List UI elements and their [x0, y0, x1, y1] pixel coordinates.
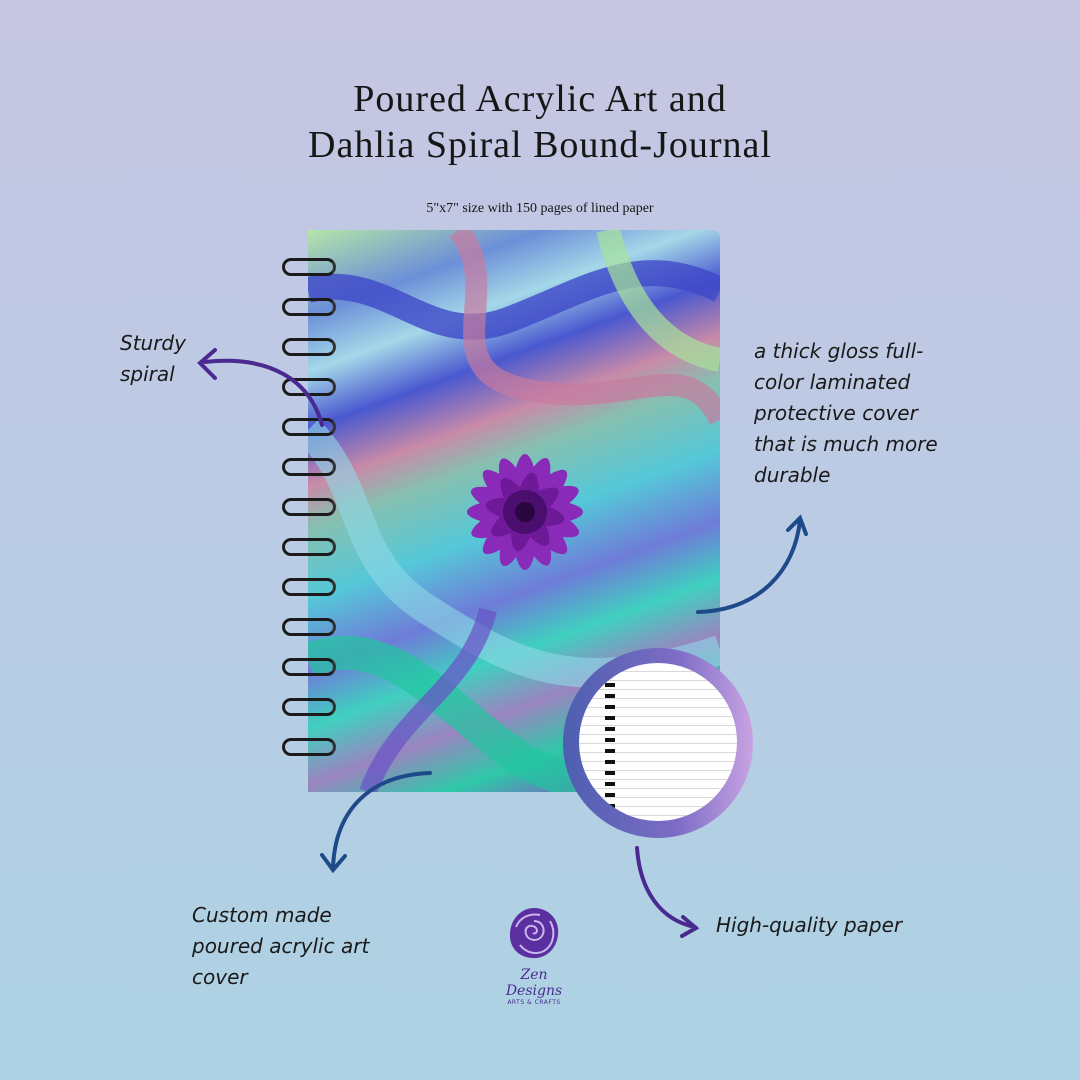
callout-text: durable	[754, 463, 831, 487]
title-line-2: Dahlia Spiral Bound-Journal	[308, 124, 772, 166]
page-title: Poured Acrylic Art and Dahlia Spiral Bou…	[0, 76, 1080, 168]
arrow-spiral	[203, 358, 324, 427]
callout-paper: High-quality paper	[716, 913, 903, 937]
lined-paper	[579, 663, 737, 821]
arrow-custom	[331, 771, 432, 870]
logo-tagline: ARTS & CRAFTS	[507, 999, 561, 1006]
callout-text: that is much more	[754, 432, 938, 456]
callout-text: color laminated	[754, 370, 911, 394]
paper-inset-circle	[563, 648, 753, 838]
callout-text: Sturdy	[120, 331, 186, 355]
arrow-paper	[635, 846, 697, 929]
callout-text: cover	[192, 965, 248, 989]
title-line-1: Poured Acrylic Art and	[353, 78, 727, 120]
zen-designs-logo: Zen Designs ARTS & CRAFTS	[494, 905, 574, 1006]
rose-icon	[509, 908, 559, 959]
callout-text: Custom made	[192, 903, 332, 927]
callout-text: a thick gloss full-	[754, 339, 924, 363]
logo-name: Zen Designs	[505, 967, 563, 999]
callout-text: spiral	[120, 362, 175, 386]
callout-text: poured acrylic art	[192, 934, 370, 958]
callout-custom-cover: Custom made poured acrylic art cover	[192, 900, 369, 993]
spiral-binding	[282, 258, 338, 758]
callout-spiral: Sturdy spiral	[120, 328, 186, 390]
callout-cover-gloss: a thick gloss full- color laminated prot…	[754, 336, 938, 491]
subtitle: 5"x7" size with 150 pages of lined paper	[426, 201, 654, 216]
callout-text: protective cover	[754, 401, 918, 425]
arrow-cover	[696, 518, 802, 614]
dahlia-flower	[467, 454, 583, 570]
